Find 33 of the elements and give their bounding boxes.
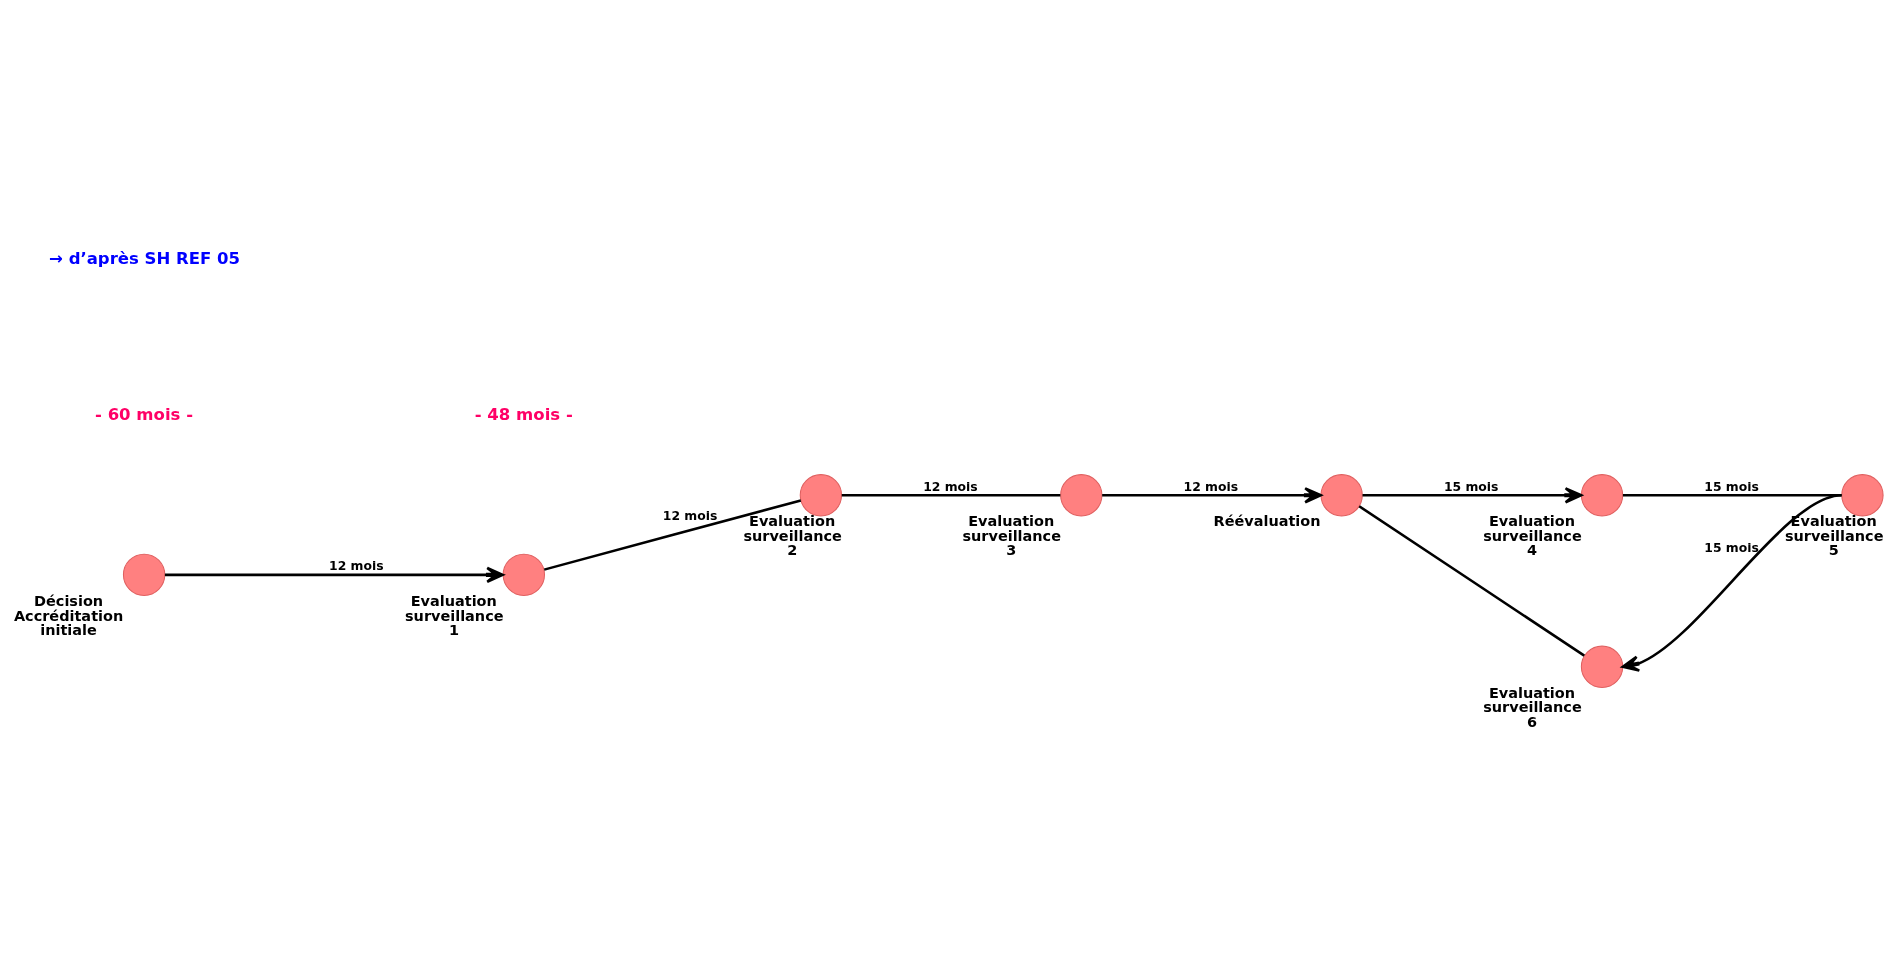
node-circle: [502, 553, 545, 596]
connector: [841, 493, 1061, 497]
node-label: Evaluation surveillance 3: [962, 512, 1061, 558]
node-circle: [1580, 645, 1624, 688]
node-circle: [1060, 473, 1103, 516]
edge-label: 12 mois: [1183, 478, 1239, 494]
node-circle: [122, 553, 166, 596]
arrow: [1621, 493, 1842, 672]
node-label: Décision Accréditation initiale: [13, 592, 124, 638]
node-label: Evaluation surveillance 6: [1483, 684, 1582, 730]
edge-label: 12 mois: [329, 557, 384, 573]
node-label: Réévaluation: [1213, 512, 1321, 529]
edge-label: 12 mois: [923, 478, 978, 494]
connector: [543, 498, 802, 571]
arrow: [164, 566, 505, 583]
connector: [1358, 504, 1585, 657]
edge-label: 15 mois: [1443, 478, 1499, 494]
label: - 60 mois -: [95, 404, 194, 424]
node-label: Evaluation surveillance 4: [1483, 512, 1582, 558]
node-circle: [1580, 473, 1624, 516]
node-circle: [799, 473, 843, 516]
label: → d’après SH REF 05: [49, 248, 241, 268]
node-circle: [1320, 473, 1363, 516]
node-label: Evaluation surveillance 2: [743, 512, 842, 558]
edge-label: 15 mois: [1704, 478, 1759, 494]
node-label: Evaluation surveillance 1: [405, 592, 504, 638]
node-circle: [1841, 473, 1884, 516]
arrow: [1362, 486, 1583, 504]
edge-label: 12 mois: [662, 507, 718, 523]
label: - 48 mois -: [474, 404, 573, 424]
edge-label: 15 mois: [1704, 539, 1759, 555]
arrow: [1102, 486, 1322, 504]
node-label: Evaluation surveillance 5: [1784, 512, 1884, 558]
